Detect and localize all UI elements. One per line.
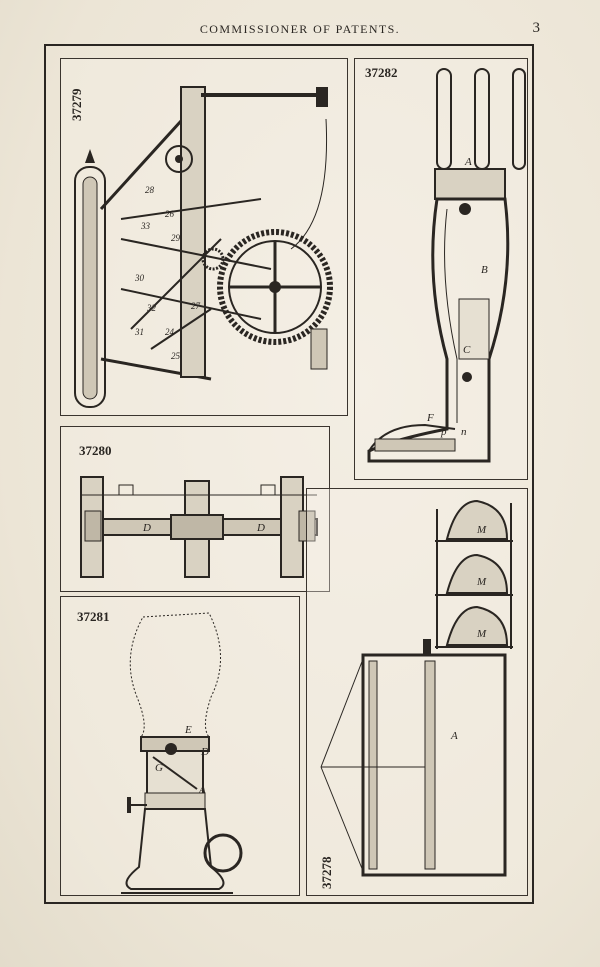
ref-label: F	[426, 412, 434, 424]
figure-panel-37282: 37282 A B C F p n	[354, 58, 528, 480]
ref-label: D	[256, 522, 265, 534]
ref-label: 24	[165, 327, 175, 337]
ref-label: B	[481, 264, 488, 276]
patent-number: 37281	[77, 609, 110, 624]
ref-label: C	[463, 344, 471, 356]
running-header: COMMISSIONER OF PATENTS.	[199, 22, 401, 36]
ref-label: 33	[140, 221, 151, 231]
ref-label: M	[476, 628, 487, 640]
ref-label: A	[450, 730, 458, 742]
ref-label: 32	[146, 303, 157, 313]
figure-panel-37279: 37279 28 33 29 26 30 32 27 31	[60, 58, 348, 416]
patent-number: 37280	[79, 443, 112, 458]
page-number: 3	[532, 20, 541, 36]
ref-label: 30	[134, 273, 145, 283]
lamp-drawing: E D G A	[121, 612, 243, 894]
ref-label: G	[155, 762, 163, 774]
ref-label: M	[476, 524, 487, 536]
ref-label: 29	[171, 233, 181, 243]
ref-label: D	[142, 522, 151, 534]
patent-number: 37282	[365, 65, 398, 80]
ref-label: p	[440, 426, 447, 438]
figure-panel-37281: 37281 E D G A	[60, 596, 300, 896]
artificial-leg-drawing: A B C F p n	[367, 68, 526, 463]
ref-label: E	[184, 724, 192, 736]
ref-label: n	[461, 426, 467, 438]
ref-label: 31	[134, 327, 144, 337]
ref-label: 28	[145, 185, 155, 195]
ref-label: A	[198, 784, 206, 796]
figure-panel-37280: 37280 D D	[60, 426, 330, 592]
ref-label: 27	[191, 301, 201, 311]
ref-label: 25	[171, 351, 181, 361]
press-drawing: A M M M	[320, 499, 513, 877]
ref-label: D	[200, 746, 209, 758]
ref-label: A	[464, 156, 472, 168]
plate-frame	[44, 44, 534, 904]
ref-label: M	[476, 576, 487, 588]
machine-drawing: 28 33 29 26 30 32 27 31 24 25	[74, 86, 333, 408]
ref-label: 26	[165, 209, 175, 219]
axle-drawing: D D	[80, 476, 318, 578]
figure-panel-37278: 37278 A M M M	[306, 488, 528, 896]
